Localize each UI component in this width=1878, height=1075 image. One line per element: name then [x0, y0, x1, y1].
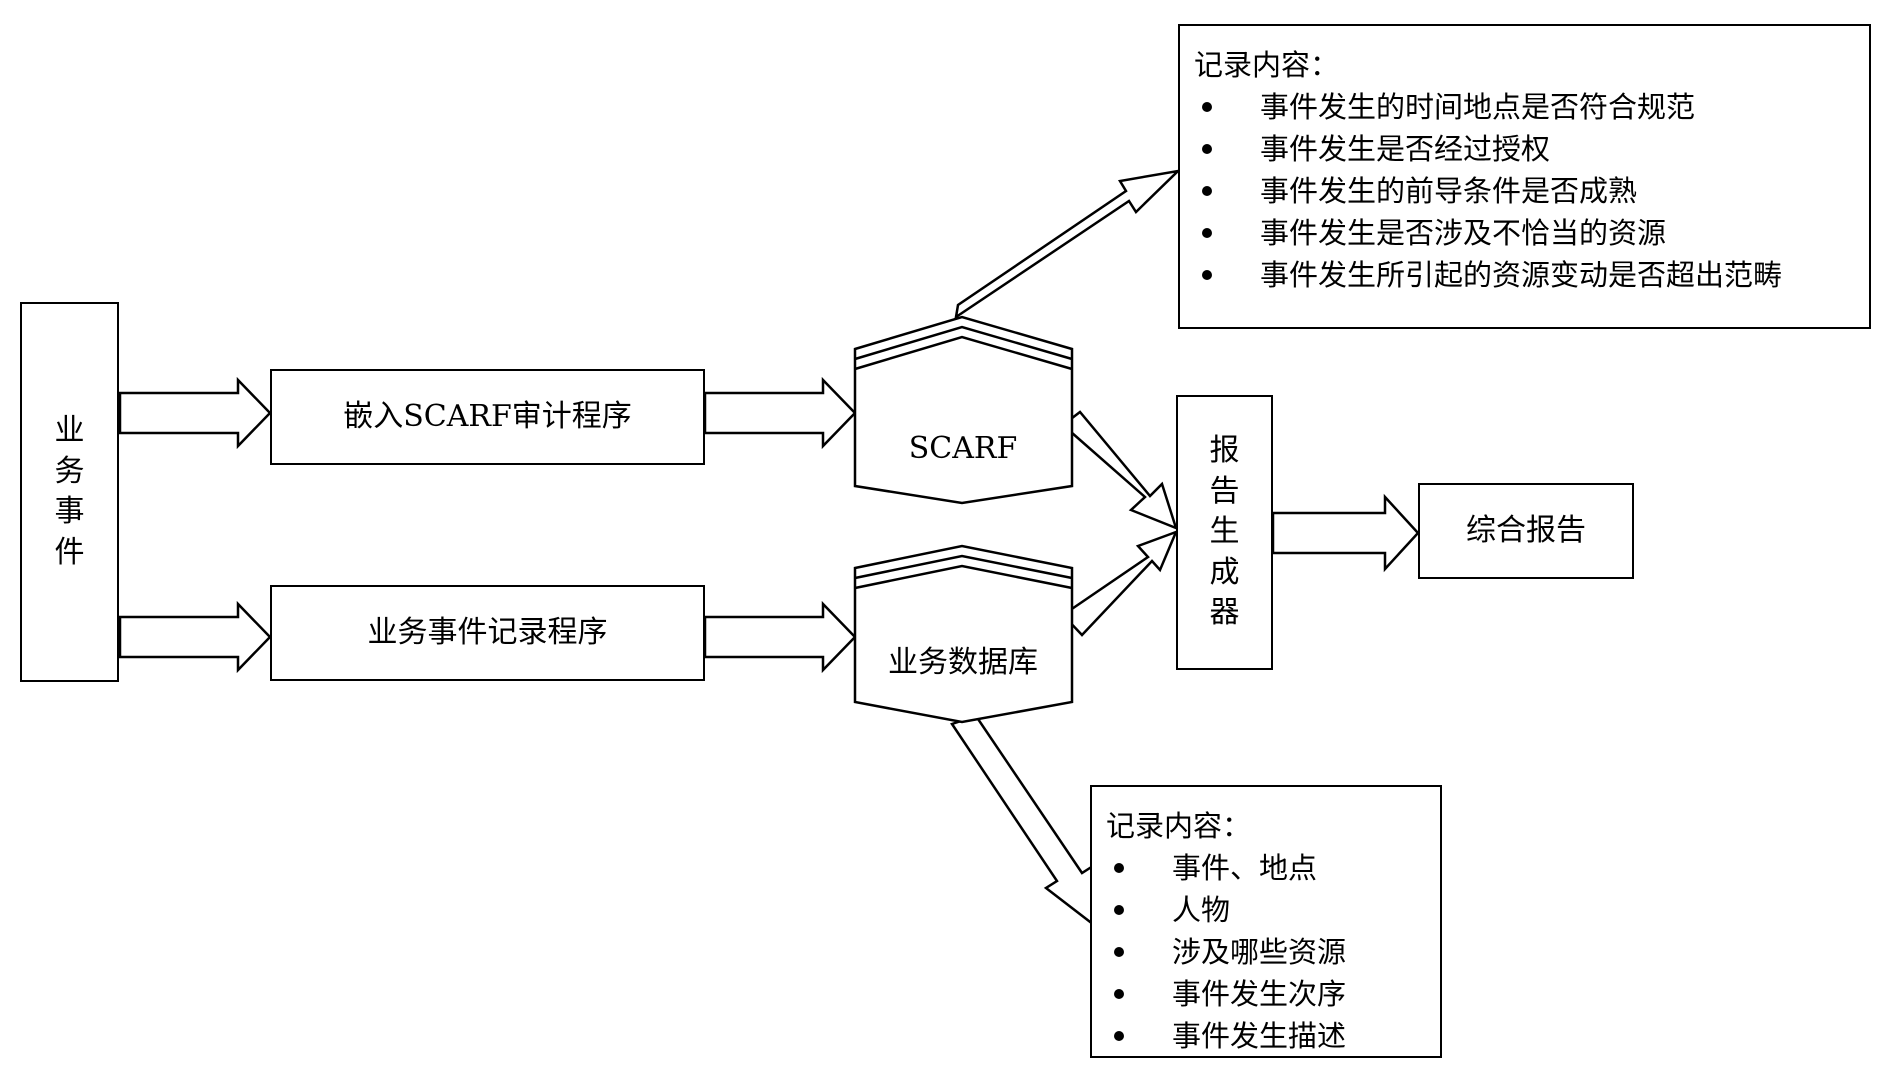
list-item: 事件发生次序: [1106, 973, 1426, 1015]
arrow-source-to-process-bottom: [118, 600, 272, 674]
record-content-top-title: 记录内容：: [1194, 48, 1340, 82]
scarf-audit-program-box: 嵌入SCARF审计程序: [270, 369, 705, 465]
bullet-icon: [1202, 270, 1212, 280]
list-item: 事件发生的时间地点是否符合规范: [1194, 86, 1855, 128]
database-data-store: [853, 544, 1074, 724]
arrow-process-top-to-scarf: [703, 376, 857, 450]
arrow-process-bottom-to-database: [703, 600, 857, 674]
list-item: 事件发生是否经过授权: [1194, 128, 1855, 170]
report-generator-box: 报告生成器: [1176, 395, 1273, 670]
arrow-scarf-to-notes-top: [954, 169, 1182, 320]
list-item: 涉及哪些资源: [1106, 931, 1426, 973]
event-record-program-box: 业务事件记录程序: [270, 585, 705, 681]
business-events-box: 业务事件: [20, 302, 119, 682]
bullet-icon: [1202, 186, 1212, 196]
arrow-database-to-generator: [1061, 529, 1179, 637]
comprehensive-report-box: 综合报告: [1418, 483, 1634, 579]
list-item: 事件发生所引起的资源变动是否超出范畴: [1194, 254, 1855, 296]
event-record-program-label: 业务事件记录程序: [367, 615, 608, 651]
database-store-label: 业务数据库: [888, 645, 1038, 680]
arrow-scarf-to-generator: [1061, 410, 1178, 531]
record-content-top-panel: 记录内容： 事件发生的时间地点是否符合规范 事件发生是否经过授权 事件发生的前导…: [1178, 24, 1871, 329]
list-item: 事件发生是否涉及不恰当的资源: [1194, 212, 1855, 254]
bullet-icon: [1114, 905, 1124, 915]
list-item: 事件发生的前导条件是否成熟: [1194, 170, 1855, 212]
record-content-bottom-list: 事件、地点 人物 涉及哪些资源 事件发生次序 事件发生描述: [1106, 847, 1426, 1057]
scarf-data-store: [853, 315, 1074, 505]
list-item: 事件发生描述: [1106, 1015, 1426, 1057]
bullet-icon: [1202, 228, 1212, 238]
record-content-top-list: 事件发生的时间地点是否符合规范 事件发生是否经过授权 事件发生的前导条件是否成熟…: [1194, 86, 1855, 296]
list-item: 人物: [1106, 889, 1426, 931]
arrow-database-to-notes-bottom: [950, 714, 1100, 931]
scarf-store-label: SCARF: [909, 431, 1018, 466]
bullet-icon: [1114, 947, 1124, 957]
scarf-audit-program-label: 嵌入SCARF审计程序: [343, 399, 632, 435]
business-events-label: 业务事件: [54, 413, 85, 570]
bullet-icon: [1114, 1031, 1124, 1041]
arrow-source-to-process-top: [118, 376, 272, 450]
record-content-bottom-title: 记录内容：: [1106, 809, 1252, 843]
bullet-icon: [1114, 989, 1124, 999]
bullet-icon: [1114, 863, 1124, 873]
bullet-icon: [1202, 144, 1212, 154]
list-item: 事件、地点: [1106, 847, 1426, 889]
arrow-generator-to-report: [1271, 493, 1420, 573]
comprehensive-report-label: 综合报告: [1466, 513, 1586, 549]
bullet-icon: [1202, 102, 1212, 112]
report-generator-label: 报告生成器: [1209, 433, 1240, 631]
record-content-bottom-panel: 记录内容： 事件、地点 人物 涉及哪些资源 事件发生次序 事件发生描述: [1090, 785, 1442, 1058]
